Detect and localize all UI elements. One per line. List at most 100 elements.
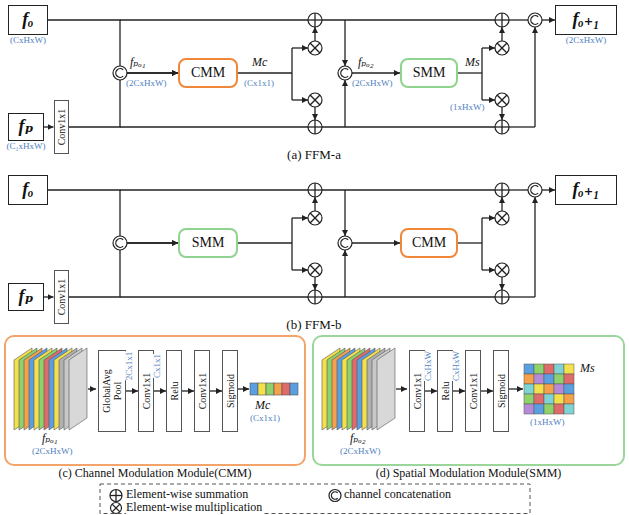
concat-mark [341,239,348,248]
multiply-symbol [495,211,509,225]
wire [344,190,345,236]
wire [482,269,495,270]
layer-box: Conv1x1 [138,350,154,432]
wire [501,27,502,41]
wire [115,490,116,502]
wire [458,242,482,243]
layer-box: Conv1x1 [54,100,69,154]
multiply-symbol [308,41,322,55]
map-cell [554,394,564,404]
multiply-symbol [495,263,509,277]
concat-mark [531,16,538,25]
box-text: CMM [191,65,225,80]
connector [44,126,54,127]
box-text: fₚ [19,287,34,307]
connector [182,390,194,391]
box-text: GlobalAvg Pool [101,365,123,417]
wire [120,19,308,20]
wire [344,20,345,66]
concat-mark [531,186,538,195]
wire [238,72,292,73]
vector-cell [290,383,298,395]
symbol-circle [308,211,322,225]
box-text: fₚ [19,117,34,137]
map-cell [554,404,564,414]
cmm-box: CMM [178,58,238,88]
wire [314,13,315,27]
wire [534,197,535,297]
connector [44,296,54,297]
connector [126,390,138,391]
connector [453,390,465,391]
wire [322,189,495,190]
signal-name: Mc [255,399,270,412]
wire [292,47,308,48]
dimension-text: (1xHxW) [530,418,565,428]
sum-symbol [308,290,322,304]
sum-symbol [495,13,509,27]
wire [501,120,502,134]
symbol-circle [308,41,322,55]
layer-box: Sigmoid [493,350,509,432]
symbol-circle [308,183,322,197]
symbol-circle [308,120,322,134]
signal-name: Mc [252,56,267,69]
map-cell [564,374,574,384]
wire [314,290,315,304]
wire [542,19,555,20]
dimension-text: (2CxHxW) [566,36,607,46]
wire [310,265,320,275]
connector [69,73,179,127]
wire [509,296,535,297]
wire [292,217,308,218]
symbol-circle [495,13,509,27]
signal-name: fₚₒ₂ [350,432,366,445]
dimension-text: (1xHxW) [450,103,485,113]
symbol-circle [338,66,352,80]
wire [501,290,502,304]
layer-box: GlobalAvg Pool [98,350,126,432]
map-cell [564,404,574,414]
map-cell [544,384,554,394]
symbol-circle [495,93,509,107]
map-cell [554,384,564,394]
wire [291,218,292,270]
concat-symbol [113,236,127,250]
wire [291,48,292,100]
wire [112,504,120,512]
box-text: Conv1x1 [56,279,67,316]
concat-symbol [338,66,352,80]
box-text: fₒ [22,180,33,200]
sum-symbol [110,490,122,502]
wire [497,43,507,53]
wire [88,388,96,389]
wire [501,107,502,120]
edge-label: CxHxW [424,351,434,381]
wire [310,43,320,53]
signal-name: fₚₒ₁ [42,432,58,445]
box-text: Sigmoid [496,374,507,408]
wire [509,19,528,20]
wire [507,388,523,389]
feature-box: fₒ₊₁ [555,175,617,205]
wire [344,250,345,297]
multiply-symbol [495,93,509,107]
wire [497,265,507,275]
wire [120,126,308,127]
vector-cell [274,383,282,395]
box-text: SMM [192,235,225,250]
sum-symbol [495,290,509,304]
edge-label: CxHxW [452,351,462,381]
wire [292,269,308,270]
dimension-text: (2CxHxW) [32,447,73,457]
wire [310,95,320,105]
wire [482,217,495,218]
box-text: Sigmoid [225,374,236,408]
symbol-circle [329,490,341,502]
symbol-circle [528,13,542,27]
concat-symbol [528,183,542,197]
dimension-text: (C₁xHxW) [6,142,45,152]
wire [497,213,507,223]
concat-mark [116,69,123,78]
